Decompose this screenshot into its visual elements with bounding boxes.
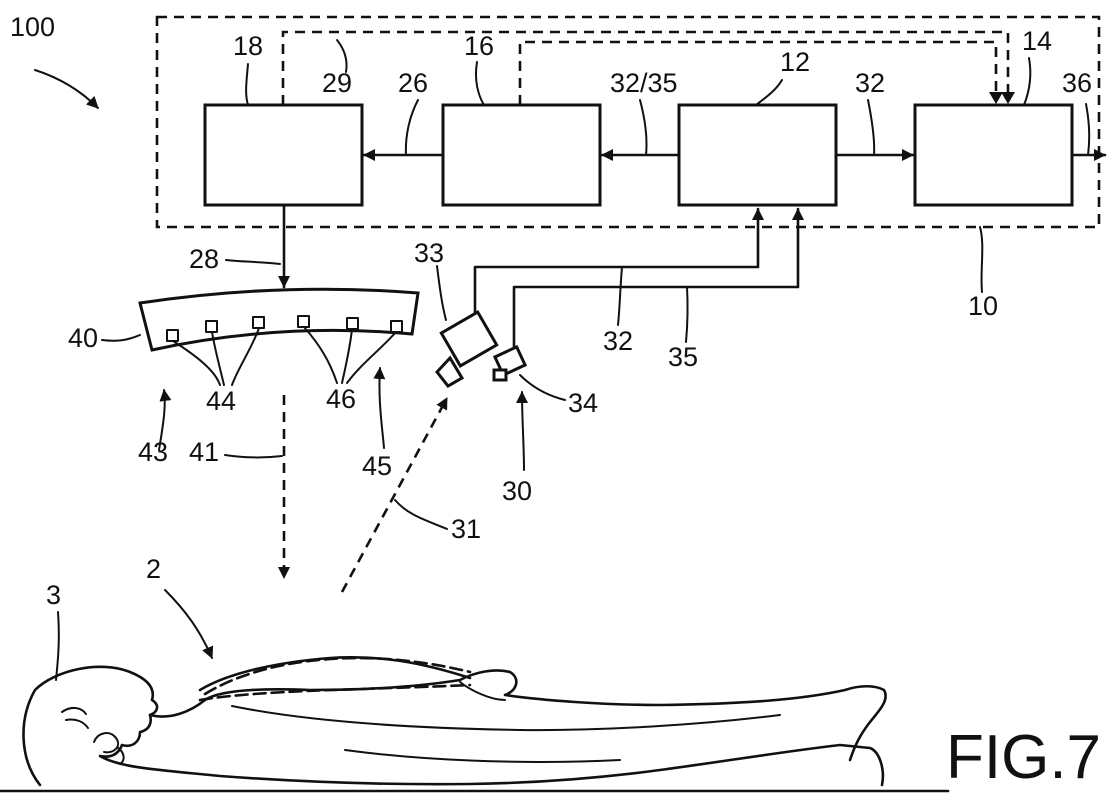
pointer-100 [34, 69, 99, 109]
label-46: 46 [326, 384, 356, 414]
pointer-45 [373, 367, 386, 449]
feedback-16-14 [518, 40, 998, 105]
label-14: 14 [1022, 26, 1052, 56]
label-40: 40 [68, 323, 98, 353]
label-32-bottom: 32 [603, 326, 633, 356]
label-18: 18 [233, 31, 263, 61]
sensor-34 [492, 344, 528, 382]
label-32-35: 32/35 [610, 68, 678, 98]
reclining-subject [22, 656, 887, 787]
label-29: 29 [322, 68, 352, 98]
label-36: 36 [1062, 68, 1092, 98]
feedback-29 [281, 30, 1010, 105]
block-14 [913, 103, 1074, 207]
signal-35-sensor [512, 207, 804, 352]
pointer-30 [516, 391, 529, 471]
label-32-top: 32 [855, 68, 885, 98]
beam-31 [340, 397, 449, 593]
label-3: 3 [46, 580, 61, 610]
figure-label: FIG.7 [946, 723, 1101, 792]
label-28: 28 [189, 244, 219, 274]
label-45: 45 [362, 451, 392, 481]
device-enclosure [155, 15, 1101, 229]
label-2: 2 [146, 554, 161, 584]
label-16: 16 [464, 31, 494, 61]
pointer-2 [164, 589, 214, 659]
label-43: 43 [138, 437, 168, 467]
label-26: 26 [398, 68, 428, 98]
label-34: 34 [568, 388, 598, 418]
block-18 [203, 103, 364, 207]
label-100: 100 [10, 12, 55, 42]
label-44: 44 [206, 386, 236, 416]
signal-32-camera [473, 207, 764, 325]
label-33: 33 [414, 238, 444, 268]
pointer-43 [158, 389, 172, 451]
label-31: 31 [451, 514, 481, 544]
label-12: 12 [780, 47, 810, 77]
emitter-array-40 [138, 287, 420, 352]
label-35: 35 [668, 342, 698, 372]
label-30: 30 [502, 476, 532, 506]
block-12 [677, 103, 838, 207]
label-10: 10 [968, 291, 998, 321]
camera-33 [435, 309, 499, 388]
label-41: 41 [189, 437, 219, 467]
block-16 [441, 103, 602, 207]
